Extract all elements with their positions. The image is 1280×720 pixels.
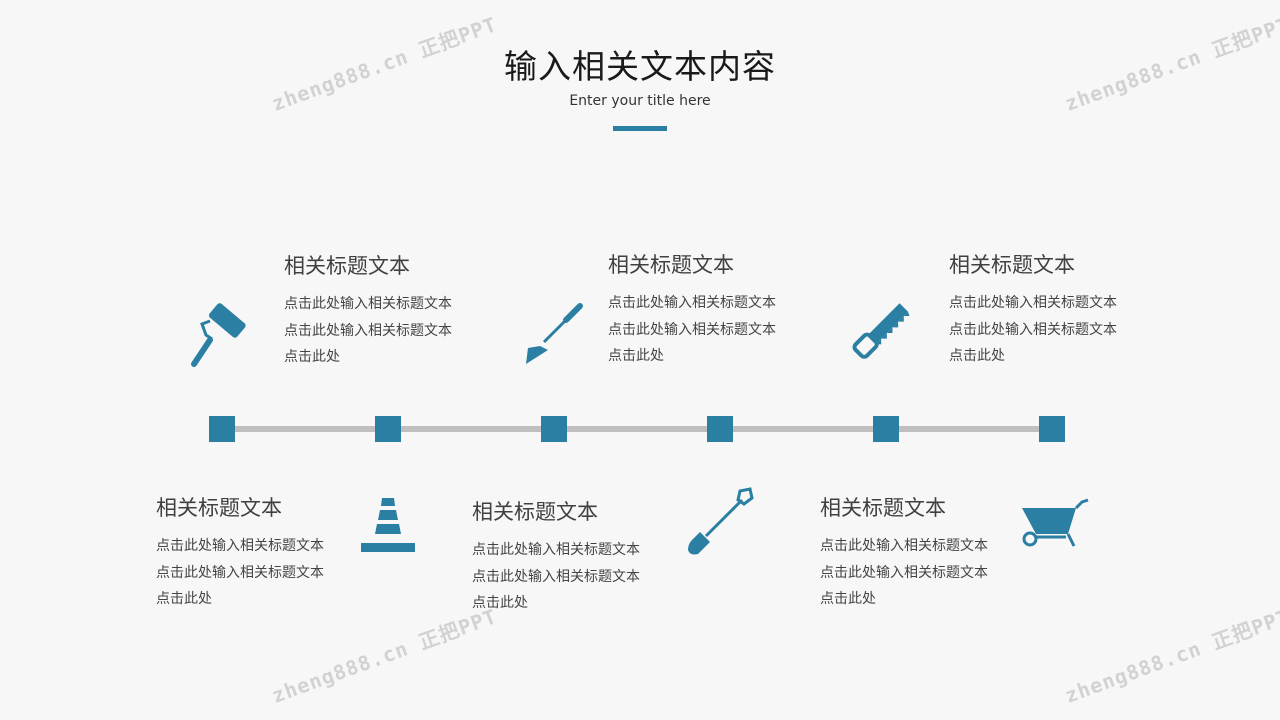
- timeline-item-5: 相关标题文本 点击此处输入相关标题文本 点击此处输入相关标题文本 点击此处: [472, 496, 640, 617]
- item-text-line: 点击此处输入相关标题文本: [608, 321, 776, 338]
- watermark: zheng888.cn 正把PPT: [268, 603, 501, 708]
- item-text-line: 点击此处输入相关标题文本: [472, 568, 640, 585]
- timeline-item-6: 相关标题文本 点击此处输入相关标题文本 点击此处输入相关标题文本 点击此处: [820, 492, 988, 613]
- page-subtitle: Enter your title here: [569, 93, 711, 109]
- item-text-line: 点击此处输入相关标题文本: [820, 538, 988, 554]
- item-title: 相关标题文本: [472, 500, 598, 524]
- shovel-icon: [688, 487, 754, 555]
- item-title: 相关标题文本: [608, 253, 734, 277]
- wheelbarrow-icon: [1022, 498, 1089, 547]
- timeline-node: [707, 416, 733, 442]
- item-text-line: 点击此处: [820, 591, 876, 607]
- item-title: 相关标题文本: [284, 254, 410, 278]
- item-text-line: 点击此处: [949, 348, 1005, 364]
- item-text-line: 点击此处: [472, 595, 528, 611]
- item-text-line: 点击此处: [156, 591, 212, 607]
- trowel-icon: [526, 303, 583, 364]
- timeline-item-2: 相关标题文本 点击此处输入相关标题文本 点击此处输入相关标题文本 点击此处: [608, 249, 776, 370]
- item-text-line: 点击此处输入相关标题文本: [284, 296, 452, 312]
- item-title: 相关标题文本: [156, 496, 282, 520]
- timeline-item-1: 相关标题文本 点击此处输入相关标题文本 点击此处输入相关标题文本 点击此处: [284, 250, 452, 371]
- timeline-node: [873, 416, 899, 442]
- item-text-line: 点击此处输入相关标题文本: [156, 538, 324, 554]
- item-title: 相关标题文本: [949, 253, 1075, 277]
- item-text-line: 点击此处输入相关标题文本: [472, 542, 640, 558]
- timeline-line: [222, 426, 1052, 432]
- timeline-item-4: 相关标题文本 点击此处输入相关标题文本 点击此处输入相关标题文本 点击此处: [156, 492, 324, 613]
- item-text-line: 点击此处输入相关标题文本: [608, 295, 776, 311]
- timeline-node: [375, 416, 401, 442]
- page-title: 输入相关文本内容: [504, 47, 776, 86]
- timeline-node: [1039, 416, 1065, 442]
- watermark: zheng888.cn 正把PPT: [1061, 603, 1280, 708]
- item-text-line: 点击此处: [608, 348, 664, 364]
- paint-roller-icon: [191, 303, 246, 367]
- item-text-line: 点击此处输入相关标题文本: [949, 321, 1117, 338]
- item-title: 相关标题文本: [820, 496, 946, 520]
- item-text-line: 点击此处输入相关标题文本: [156, 564, 324, 581]
- item-text-line: 点击此处输入相关标题文本: [820, 564, 988, 581]
- timeline-item-3: 相关标题文本 点击此处输入相关标题文本 点击此处输入相关标题文本 点击此处: [949, 249, 1117, 370]
- title-underline: [613, 126, 667, 131]
- item-text-line: 点击此处输入相关标题文本: [949, 295, 1117, 311]
- item-text-line: 点击此处输入相关标题文本: [284, 322, 452, 339]
- timeline-node: [209, 416, 235, 442]
- traffic-cone-icon: [361, 498, 415, 552]
- item-text-line: 点击此处: [284, 349, 340, 365]
- timeline-node: [541, 416, 567, 442]
- saw-icon: [852, 303, 910, 359]
